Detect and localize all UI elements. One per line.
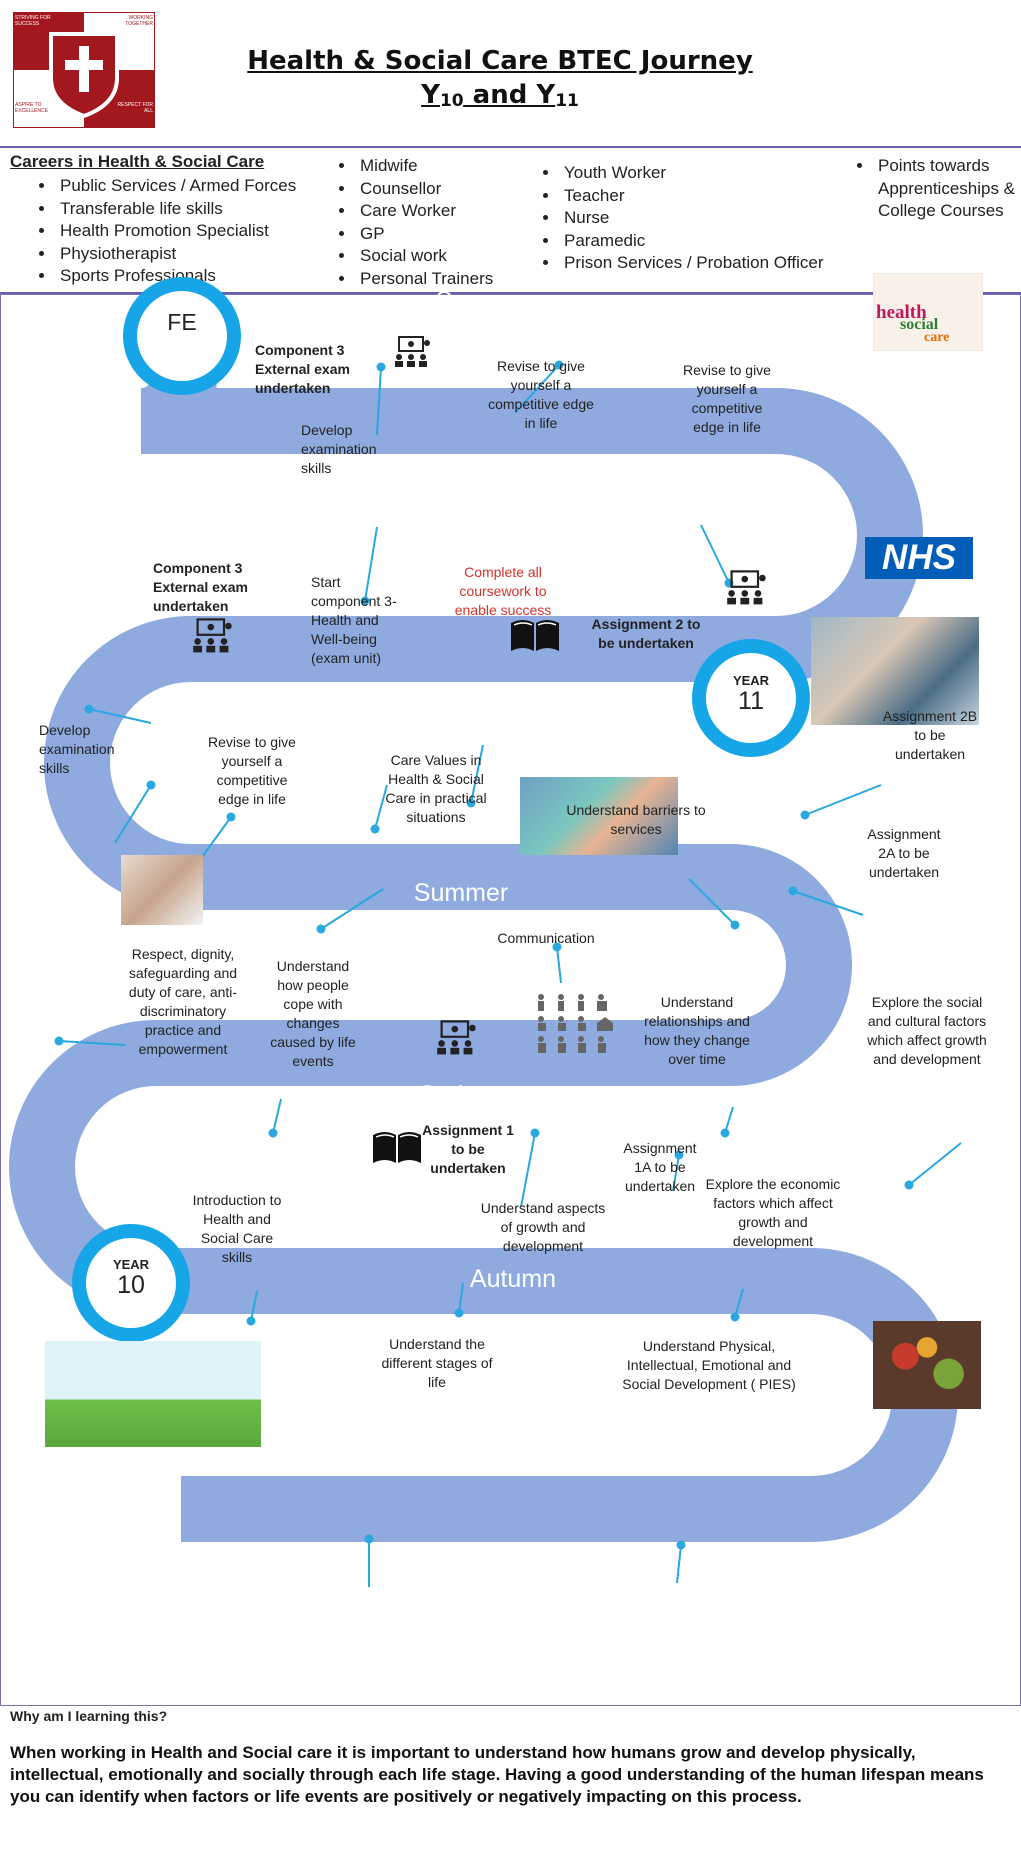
why-question: Why am I learning this? (10, 1708, 168, 1724)
career-item: Nurse (560, 207, 824, 230)
career-item: Personal Trainers (356, 268, 493, 291)
fe-badge-label: FE (167, 309, 197, 335)
label-stages: Understand the different stages of life (381, 1336, 493, 1390)
year11-badge-label: YEAR (732, 673, 770, 688)
label-comp3-exam-mid: Component 3 External exam undertaken (153, 560, 248, 614)
label-assignment-2: Assignment 2 to be undertaken (591, 616, 701, 651)
career-item: Teacher (560, 185, 824, 208)
career-item: Public Services / Armed Forces (56, 175, 296, 198)
season-autumn-top: Autumn (425, 679, 513, 707)
season-spring-bottom: Spring (418, 1081, 492, 1109)
page-subtitle: Y10 and Y11 (200, 80, 800, 111)
career-item: Paramedic (560, 230, 824, 253)
career-item: Care Worker (356, 200, 493, 223)
career-item: Transferable life skills (56, 198, 296, 221)
careers-list-1: Public Services / Armed Forces Transfera… (30, 175, 296, 288)
nhs-logo: NHS (865, 537, 973, 579)
label-barriers: Understand barriers to services (566, 802, 706, 837)
label-develop-exam-left: Develop examination skills (39, 722, 115, 776)
career-item: Counsellor (356, 178, 493, 201)
year10-badge-number: 10 (117, 1271, 145, 1299)
subtitle-y1: Y (421, 80, 440, 110)
career-item: Prison Services / Probation Officer (560, 252, 824, 275)
hsc-logo-word-care: care (924, 330, 950, 345)
careers-title: Careers in Health & Social Care (10, 152, 265, 171)
label-revise-top-a: Revise to give yourself a competitive ed… (488, 358, 594, 431)
career-item: Youth Worker (560, 162, 824, 185)
exam-icon (193, 618, 232, 653)
year11-badge-number: 11 (738, 687, 764, 715)
subtitle-and: and Y (463, 80, 556, 110)
careers-list-3: Youth Worker Teacher Nurse Paramedic Pri… (534, 162, 824, 275)
season-autumn-bottom: Autumn (469, 1265, 557, 1293)
hands-gloves-photo (520, 777, 678, 855)
logo-motto-bl: ASPIRE TO EXCELLENCE (15, 102, 49, 114)
life-stages-icon (538, 994, 613, 1053)
label-respect: Respect, dignity, safeguarding and duty … (128, 946, 238, 1057)
year10-badge-label: YEAR (112, 1257, 150, 1272)
season-summer-bottom: Summer (413, 879, 509, 907)
label-pies: Understand Physical, Intellectual, Emoti… (622, 1338, 796, 1392)
label-start-comp3: Start component 3- Health and Well-being… (311, 574, 397, 666)
book-icon (511, 620, 559, 651)
label-assignment-2a: Assignment 2A to be undertaken (867, 826, 941, 880)
logo-motto-tl: STRIVING FOR SUCCESS (15, 15, 51, 27)
career-item: Points towards Apprenticeships & College… (874, 155, 1021, 223)
label-growth: Understand aspects of growth and develop… (480, 1200, 606, 1254)
label-revise-left: Revise to give yourself a competitive ed… (208, 734, 296, 807)
care-photo-elderly (121, 855, 203, 925)
healthcare-staff-illustration (45, 1341, 261, 1447)
exam-icon (437, 1020, 476, 1055)
career-item: Health Promotion Specialist (56, 220, 296, 243)
season-spring-top: Spring (428, 485, 502, 513)
exam-icon (727, 570, 766, 605)
logo-motto-br: RESPECT FOR ALL (117, 102, 153, 114)
label-relationships: Understand relationships and how they ch… (644, 994, 750, 1067)
label-social-cultural: Explore the social and cultural factors … (867, 994, 987, 1067)
journey-board: FE YEAR 11 YEAR 10 Summer Spring Autumn … (0, 273, 1021, 1706)
subtitle-num2: 11 (555, 91, 579, 111)
careers-list-2: Midwife Counsellor Care Worker GP Social… (330, 155, 493, 290)
label-develop-exam-top: Develop examination skills (301, 422, 377, 476)
career-item: Physiotherapist (56, 243, 296, 266)
health-social-care-logo: health social care (873, 273, 983, 351)
page-title: Health & Social Care BTEC Journey (247, 46, 753, 76)
label-comp3-exam-top: Component 3 External exam undertaken (255, 342, 350, 396)
careers-section: Careers in Health & Social Care Public S… (0, 146, 1021, 294)
logo-motto-tr: WORKING TOGETHER (125, 15, 153, 27)
subtitle-num1: 10 (439, 91, 464, 111)
hsc-logo-word-social: social (900, 316, 939, 333)
school-logo: STRIVING FOR SUCCESS WORKING TOGETHER AS… (12, 11, 156, 129)
label-complete-coursework: Complete all coursework to enable succes… (454, 564, 552, 618)
careers-list-4: Points towards Apprenticeships & College… (848, 155, 1021, 223)
label-economic: Explore the economic factors which affec… (705, 1176, 841, 1249)
label-communication: Communication (497, 930, 595, 946)
label-revise-top-b: Revise to give yourself a competitive ed… (683, 362, 771, 435)
exam-icon (395, 336, 430, 367)
season-summer-top: Summer (435, 287, 531, 315)
why-answer: When working in Health and Social care i… (10, 1743, 984, 1806)
label-care-values: Care Values in Health & Social Care in p… (385, 752, 487, 825)
label-cope: Understand how people cope with changes … (270, 958, 356, 1069)
why-learning-section: Why am I learning this? When working in … (0, 1706, 1021, 1852)
label-assignment-2b: Assignment 2B to be undertaken (882, 708, 978, 762)
label-intro: Introduction to Health and Social Care s… (192, 1192, 282, 1265)
hsc-logo-word-health: health (876, 302, 927, 323)
career-item: Social work (356, 245, 493, 268)
care-photo-nurse (811, 617, 979, 725)
label-assignment-1: Assignment 1 to be undertaken (422, 1122, 514, 1176)
healthy-food-photo (873, 1321, 981, 1409)
career-item: GP (356, 223, 493, 246)
label-assignment-1a: Assignment 1A to be undertaken (623, 1140, 697, 1194)
book-icon (373, 1132, 421, 1163)
career-item: Midwife (356, 155, 493, 178)
